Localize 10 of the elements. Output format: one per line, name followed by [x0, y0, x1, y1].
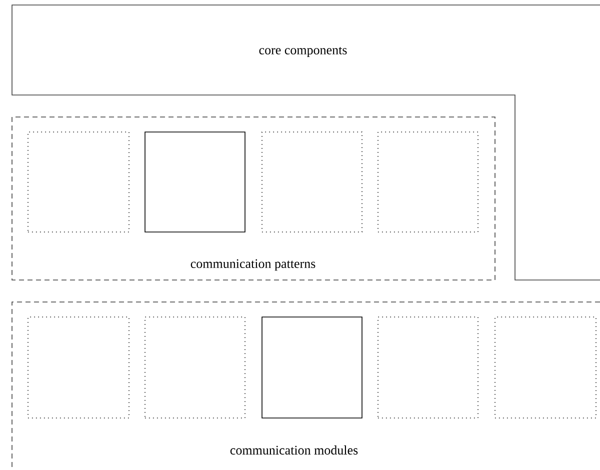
empty-box: [144, 316, 246, 418]
empty-box: [262, 132, 362, 232]
empty-box: [28, 132, 130, 232]
empty-box: [28, 316, 130, 418]
empty-box: [378, 316, 478, 418]
group-frame: communication modules: [12, 302, 600, 470]
empty-box: [494, 316, 596, 418]
empty-box: [262, 316, 362, 418]
empty-box: [144, 132, 246, 232]
empty-box: [378, 132, 478, 232]
